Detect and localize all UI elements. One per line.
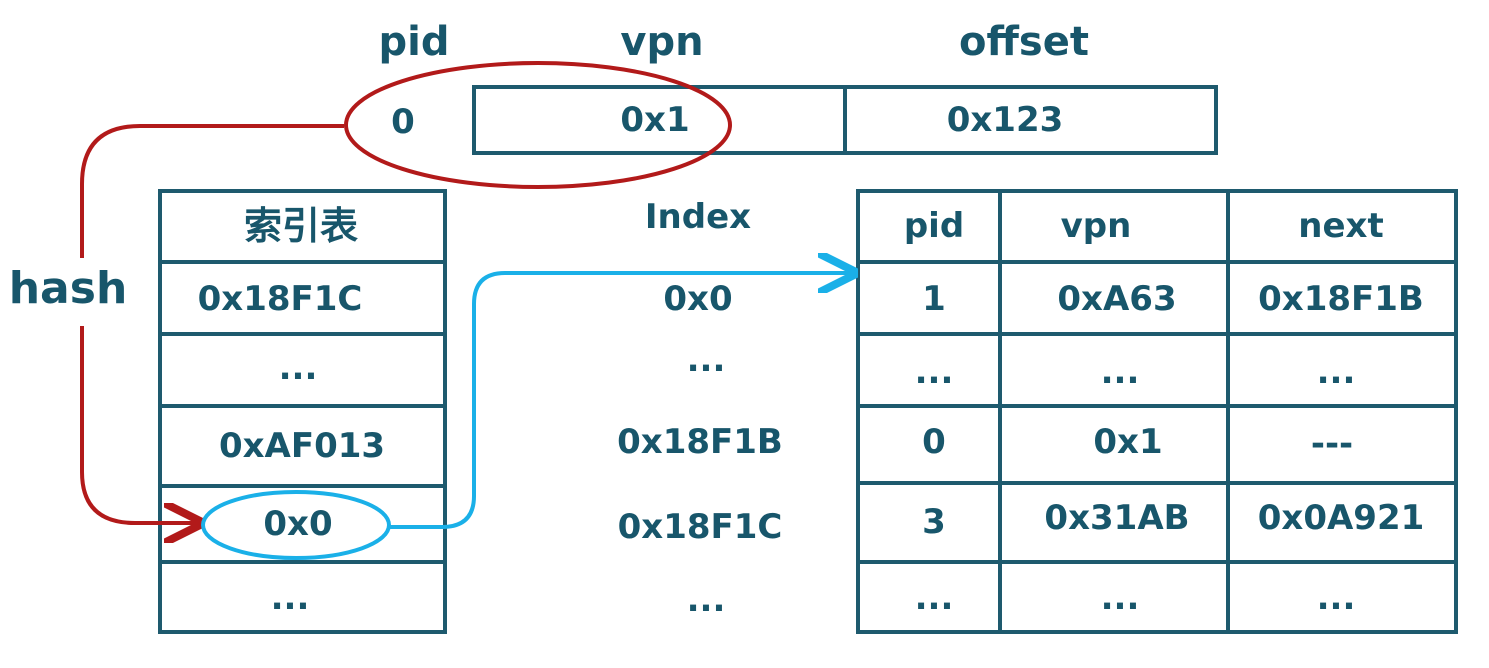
pid-vpn-highlight-ellipse xyxy=(344,61,732,189)
page-table-cell-vpn: 0x1 xyxy=(1093,422,1163,462)
index-table-cell: 0xAF013 xyxy=(218,426,386,466)
index-table-cell: ... xyxy=(278,348,318,388)
index-table-cell: 0x18F1C xyxy=(197,279,363,319)
page-table-cell-next: ... xyxy=(1316,578,1356,618)
page-table-cell-next: ... xyxy=(1316,352,1356,392)
index-table-title: 索引表 xyxy=(243,204,359,248)
index-column-value: 0x0 xyxy=(663,279,733,319)
page-table-cell-vpn: ... xyxy=(1100,352,1140,392)
page-table-header-pid: pid xyxy=(903,206,965,246)
address-header-offset: offset xyxy=(959,19,1089,65)
page-table-cell-next: --- xyxy=(1310,424,1354,464)
page-table-frame xyxy=(856,189,1458,634)
address-header-pid: pid xyxy=(378,19,450,65)
index-table-cell: ... xyxy=(270,578,310,618)
index-column-value: ... xyxy=(686,580,726,620)
page-table-cell-pid: 3 xyxy=(922,502,946,542)
address-pid-value: 0 xyxy=(391,102,415,142)
page-table-cell-pid: 1 xyxy=(922,279,946,319)
hash-label: hash xyxy=(8,263,128,314)
page-table-cell-pid: ... xyxy=(914,352,954,392)
page-table-cell-pid: 0 xyxy=(922,422,946,462)
page-table-cell-pid: ... xyxy=(914,578,954,618)
index-column-value: 0x18F1C xyxy=(617,507,783,547)
index-column-value: ... xyxy=(686,340,726,380)
index-table-cell: 0x0 xyxy=(263,504,333,544)
page-table-cell-next: 0x18F1B xyxy=(1258,279,1424,319)
index-column-value: 0x18F1B xyxy=(617,422,783,462)
address-vpn-value: 0x1 xyxy=(620,100,690,140)
address-header-vpn: vpn xyxy=(620,19,704,65)
pointer-arrow xyxy=(390,273,854,529)
index-table-frame xyxy=(158,189,447,634)
index-entry-highlight-ellipse xyxy=(201,490,391,560)
page-table-cell-vpn: 0x31AB xyxy=(1044,498,1190,538)
page-table-header-vpn: vpn xyxy=(1060,206,1132,246)
address-offset-value: 0x123 xyxy=(946,100,1064,140)
hash-arrow xyxy=(80,124,344,523)
index-column-title: Index xyxy=(644,197,752,237)
page-table-cell-next: 0x0A921 xyxy=(1257,498,1425,538)
page-table-header-next: next xyxy=(1298,206,1384,246)
page-table-cell-vpn: ... xyxy=(1100,578,1140,618)
page-table-cell-vpn: 0xA63 xyxy=(1057,279,1177,319)
